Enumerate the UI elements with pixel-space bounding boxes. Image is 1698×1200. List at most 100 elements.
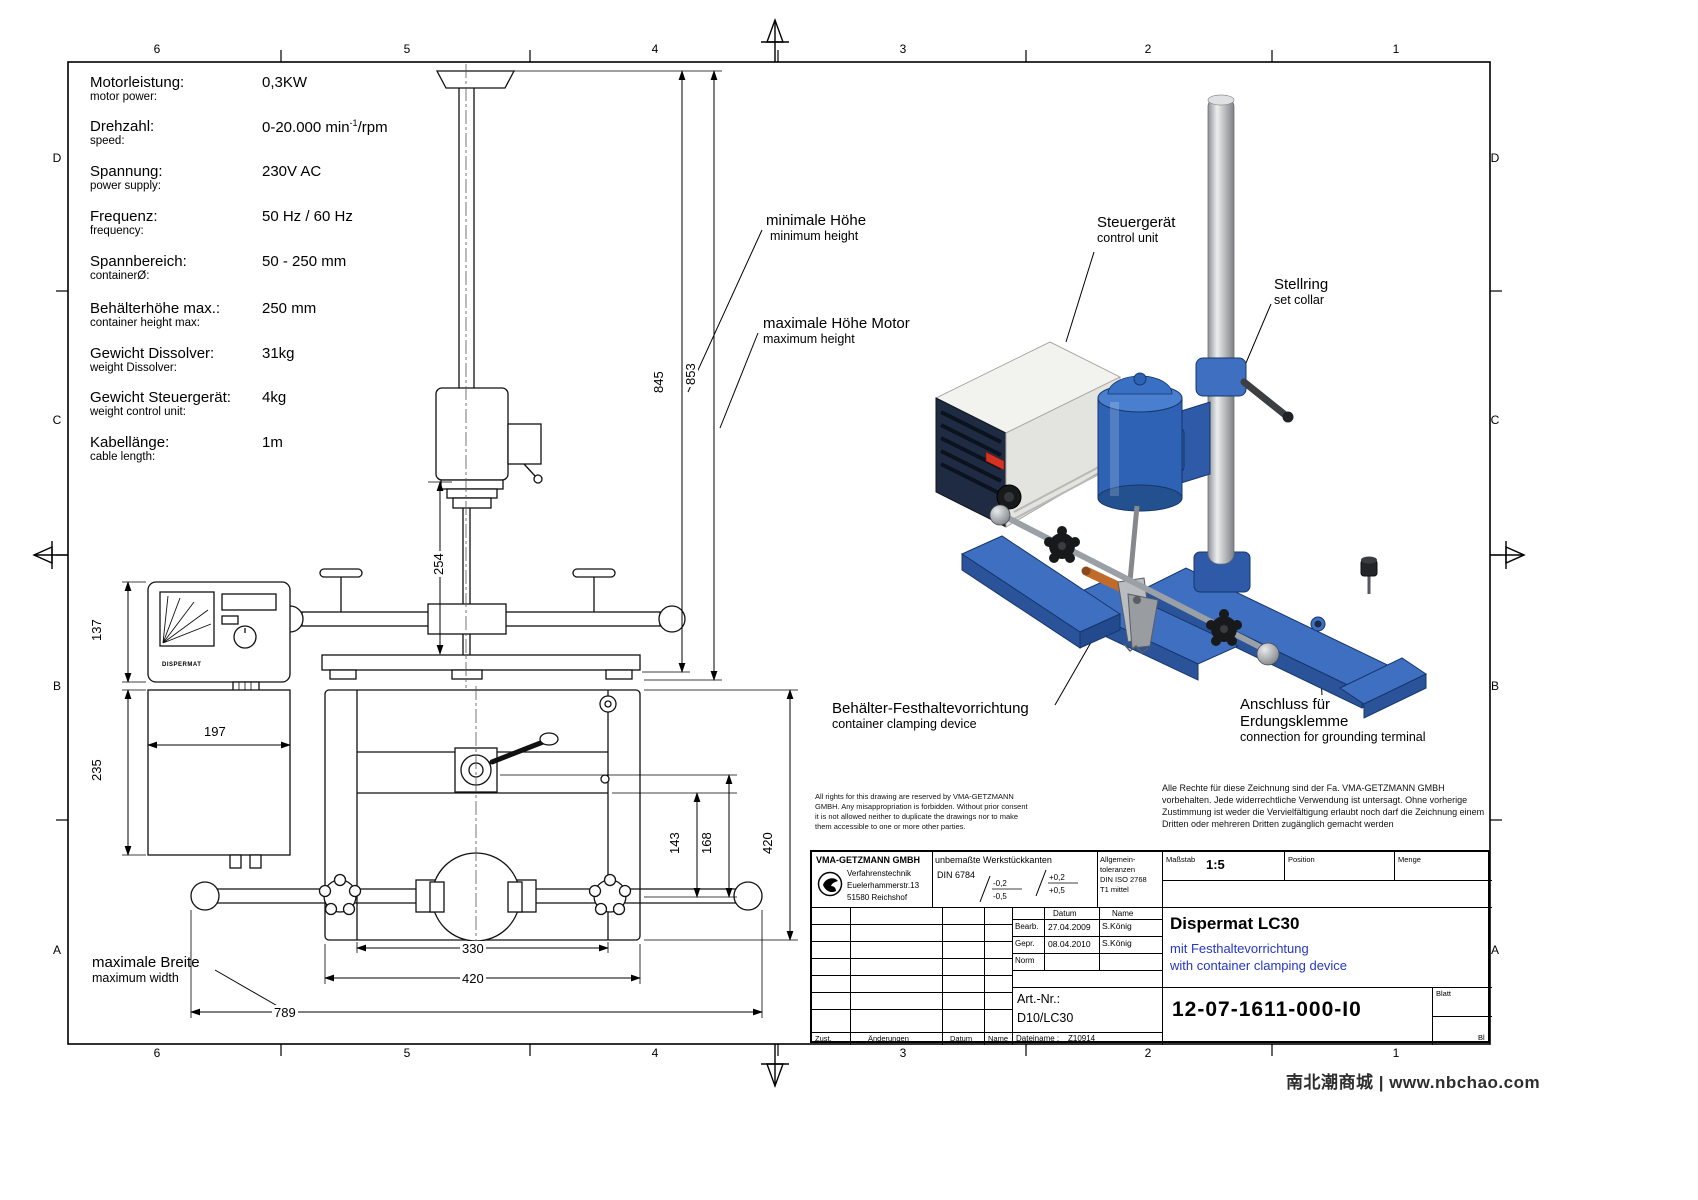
svg-text:-0,2: -0,2	[993, 879, 1007, 888]
spec-value: 230V AC	[262, 163, 322, 180]
spec-value: 250 mm	[262, 300, 317, 317]
spec-value: 50 Hz / 60 Hz	[262, 208, 353, 225]
dim-254: 254	[431, 551, 446, 577]
company-line: Euelerhammerstr.13	[847, 881, 920, 890]
spec-value: 0,3KW	[262, 74, 308, 91]
position-label: Position	[1288, 855, 1315, 864]
company-line: 51580 Reichshof	[847, 893, 908, 902]
revision-zust: Zust.	[815, 1034, 832, 1043]
company-name: VMA-GETZMANN GMBH	[816, 855, 920, 865]
grid-col-label: 6	[153, 1046, 161, 1060]
grid-col-label: 2	[1144, 1046, 1152, 1060]
watermark: 南北潮商城 | www.nbchao.com	[1286, 1073, 1541, 1092]
grid-col-label: 4	[651, 42, 659, 56]
drawing-subtitle-en: with container clamping device	[1170, 958, 1348, 973]
edges-header: unbemaßte Werkstückkanten	[935, 855, 1052, 865]
grid-row-label: D	[52, 151, 62, 165]
company-line: Verfahrenstechnik	[847, 869, 912, 878]
general-tolerance-line: toleranzen	[1100, 865, 1136, 874]
filename-value: Z10914	[1068, 1034, 1096, 1043]
edges-din: DIN 6784	[937, 870, 976, 880]
filename-label: Dateiname :	[1016, 1034, 1060, 1043]
grid-col-label: 1	[1392, 1046, 1400, 1060]
drawing-number: 12-07-1611-000-I0	[1172, 998, 1362, 1021]
spec-value: 50 - 250 mm	[262, 253, 347, 270]
iso-view	[935, 94, 1428, 719]
control-unit-front-view	[147, 581, 291, 692]
revision-datum: Datum	[950, 1034, 973, 1043]
legal-notice-de: Alle Rechte für diese Zeichnung sind der…	[1162, 783, 1485, 829]
centering-marks	[32, 17, 1526, 1089]
spec-row: Spannung:power supply:	[90, 163, 163, 192]
grid-col-label: 5	[403, 1046, 411, 1060]
dim-420-horiz: 420	[460, 971, 486, 986]
approval-row-datum: 08.04.2010	[1048, 939, 1091, 949]
grid-row-label: A	[1490, 943, 1499, 957]
grid-row-label: C	[1490, 413, 1500, 427]
grid-col-label: 5	[403, 42, 411, 56]
approval-row-datum: 27.04.2009	[1048, 922, 1091, 932]
artnr-value: D10/LC30	[1017, 1011, 1074, 1025]
dim-420-vert: 420	[760, 830, 775, 856]
grid-row-label: C	[52, 413, 62, 427]
approval-row-name: S.König	[1102, 938, 1132, 948]
spec-value: 31kg	[262, 345, 295, 362]
scale-label: Maßstab	[1166, 855, 1196, 864]
svg-text:+0,2: +0,2	[1049, 873, 1065, 882]
bl-label: Bl	[1478, 1033, 1485, 1042]
spec-row: Drehzahl:speed:	[90, 118, 155, 147]
sheet-frame	[32, 17, 1526, 1089]
plan-view-drawing	[147, 686, 763, 948]
spec-value: 0-20.000 min-1/rpm	[262, 118, 388, 136]
svg-text:-0,5: -0,5	[993, 892, 1007, 901]
dim-789: 789	[272, 1005, 298, 1020]
dim-235: 235	[89, 757, 104, 783]
dim-197: 197	[202, 724, 228, 739]
blatt-label: Blatt	[1436, 989, 1452, 998]
approval-row-label: Bearb.	[1015, 922, 1039, 931]
dim-330: 330	[460, 941, 486, 956]
dim-137: 137	[89, 617, 104, 643]
approval-col-datum: Datum	[1053, 909, 1077, 918]
grid-col-label: 1	[1392, 42, 1400, 56]
spec-row: Spannbereich:containerØ:	[90, 253, 187, 282]
svg-text:+0,5: +0,5	[1049, 886, 1065, 895]
spec-value: 4kg	[262, 389, 287, 406]
menge-label: Menge	[1398, 855, 1421, 864]
edge-tolerance-symbols: -0,2 -0,5 +0,2 +0,5	[979, 869, 1078, 903]
spec-row: Gewicht Steuergerät:weight control unit:	[90, 389, 231, 418]
approval-row-name: S.König	[1102, 921, 1132, 931]
general-tolerance-line: DIN ISO 2768	[1100, 875, 1147, 884]
drawing-title: Dispermat LC30	[1170, 914, 1300, 933]
general-tolerance-line: Allgemein-	[1100, 855, 1136, 864]
spec-value: 1m	[262, 434, 283, 451]
dim-853: 853	[683, 361, 698, 387]
front-view-drawing	[276, 64, 686, 688]
drawing-subtitle-de: mit Festhaltevorrichtung	[1170, 941, 1309, 956]
scale-value: 1:5	[1206, 857, 1225, 872]
revision-aenderungen: Änderungen	[868, 1034, 909, 1043]
approval-col-name: Name	[1112, 909, 1134, 918]
spec-row: Behälterhöhe max.:container height max:	[90, 300, 221, 329]
dim-845: 845	[651, 369, 666, 395]
grid-col-label: 3	[899, 1046, 907, 1060]
spec-row: Motorleistung:motor power:	[90, 74, 185, 103]
title-block: VMA-GETZMANN GMBH Verfahrenstechnik Euel…	[810, 850, 1492, 1045]
grid-row-label: B	[1490, 679, 1499, 693]
grid-col-label: 3	[899, 42, 907, 56]
spec-row: Gewicht Dissolver:weight Dissolver:	[90, 345, 215, 374]
spec-row: Frequenz:frequency:	[90, 208, 158, 237]
grid-col-label: 4	[651, 1046, 659, 1060]
approval-row-label: Norm	[1015, 956, 1035, 965]
dim-143: 143	[667, 830, 682, 856]
grid-row-label: A	[52, 943, 61, 957]
grid-row-label: B	[52, 679, 61, 693]
artnr-label: Art.-Nr.:	[1017, 992, 1061, 1006]
